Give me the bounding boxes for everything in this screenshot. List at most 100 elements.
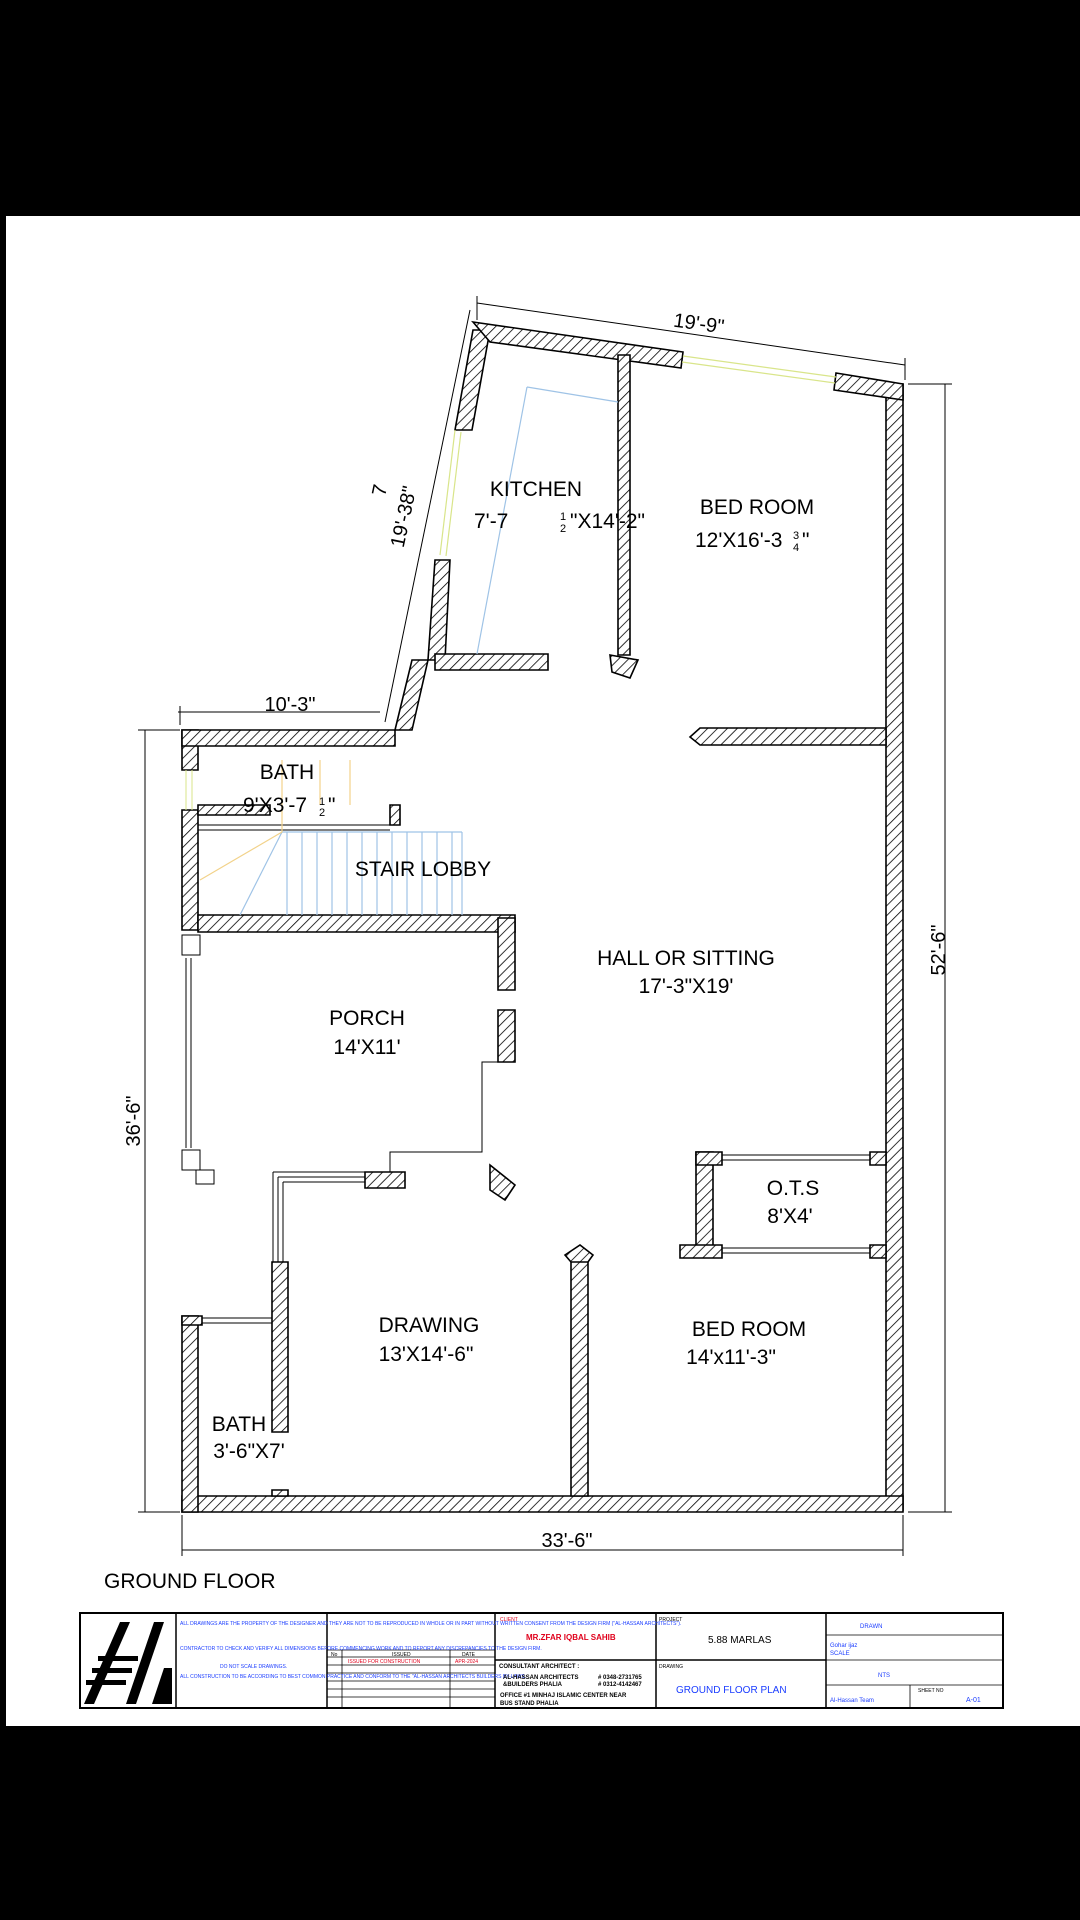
- drawing-title: GROUND FLOOR: [104, 1570, 276, 1593]
- rev-entry: ISSUED FOR CONSTRUCTION: [348, 1659, 421, 1665]
- drawing-value: GROUND FLOOR PLAN: [676, 1685, 787, 1696]
- bath-bottom-name: BATH: [212, 1413, 266, 1436]
- bedroom-top-frac-num: 3: [793, 530, 799, 542]
- rev-date-header: DATE: [462, 1652, 476, 1658]
- wall-stair-bottom: [197, 914, 516, 933]
- wall-ots-left: [695, 1151, 714, 1256]
- bedroom-top-size: 12'X16'-3: [695, 529, 782, 552]
- kitchen-size-frac-num: 1: [560, 511, 566, 523]
- note-1: ALL DRAWINGS ARE THE PROPERTY OF THE DES…: [180, 1621, 681, 1627]
- wall-kitchen-bottom: [434, 653, 549, 671]
- consultant-label: CONSULTANT ARCHITECT :: [499, 1664, 579, 1670]
- bath-top-frac-den: 2: [319, 807, 325, 819]
- dimension-lines: [138, 296, 952, 1556]
- tb-right-2: Gohar ijaz: [830, 1643, 857, 1649]
- wall-left-lower: [181, 1315, 199, 1513]
- rev-issued-header: ISSUED: [392, 1652, 411, 1658]
- project-label: PROJECT: [659, 1617, 682, 1623]
- phone-1: # 0348-2731765: [598, 1675, 642, 1681]
- wall-bath-bottom-r: [389, 804, 401, 826]
- wall-kitchen-end: [609, 654, 640, 679]
- tb-right-6: Al-Hassan Team: [830, 1698, 874, 1704]
- wall-bedroom-top-bottom: [688, 727, 887, 746]
- wall-pier-bottom: [271, 1489, 289, 1497]
- bedroom-bottom-name: BED ROOM: [692, 1318, 806, 1341]
- wall-partition-top: [563, 1244, 595, 1263]
- note-2: CONTRACTOR TO CHECK AND VERIFY ALL DIMEN…: [180, 1646, 542, 1652]
- kitchen-size-rest: "X14'-2": [570, 510, 645, 533]
- stair-lobby-name: STAIR LOBBY: [355, 858, 491, 881]
- wall-drawing-partition: [570, 1254, 589, 1497]
- bath-bottom-size: 3'-6"X7': [213, 1440, 285, 1463]
- bedroom-top-frac-den: 4: [793, 542, 799, 554]
- rev-no-header: No: [331, 1652, 338, 1658]
- project-value: 5.88 MARLAS: [708, 1635, 772, 1646]
- sheet-no: A-01: [966, 1697, 981, 1704]
- porch-name: PORCH: [329, 1007, 405, 1030]
- ots-size: 8'X4': [767, 1205, 812, 1228]
- bedroom-top-size-rest: ": [802, 529, 809, 552]
- consultant-2: &BUILDERS PHALIA: [503, 1682, 563, 1688]
- drawing-label: DRAWING: [659, 1664, 683, 1670]
- room-labels: KITCHEN 7'-7 1 2 "X14'-2" BED ROOM 12'X1…: [212, 478, 819, 1463]
- kitchen-size: 7'-7: [474, 510, 508, 533]
- tb-right-1: DRAWN: [860, 1624, 882, 1630]
- title-block: ALL DRAWINGS ARE THE PROPERTY OF THE DES…: [79, 1612, 1004, 1709]
- sheet-no-label: SHEET NO: [918, 1688, 944, 1694]
- wall-bath-bottom: [197, 804, 271, 816]
- tb-right-3: SCALE: [830, 1651, 850, 1657]
- bath-top-size-rest: ": [328, 794, 335, 817]
- firm-logo: [84, 1622, 172, 1704]
- drawing-size: 13'X14'-6": [379, 1343, 474, 1366]
- consultant-1: AL-HASSAN ARCHITECTS: [503, 1675, 578, 1681]
- bath-top-frac-num: 1: [319, 796, 325, 808]
- bath-top-size: 9'X3'-7: [243, 794, 307, 817]
- dim-left: 36'-6": [123, 1096, 145, 1147]
- dim-slant-a: 7: [368, 483, 392, 498]
- kitchen-size-frac-den: 2: [560, 523, 566, 535]
- note-4: ALL CONSTRUCTION TO BE ACCORDING TO BEST…: [180, 1674, 526, 1680]
- wall-ots-top-r: [869, 1151, 887, 1166]
- hall-name: HALL OR SITTING: [597, 947, 775, 970]
- wall-bath-top: [181, 729, 396, 747]
- wall-left-upper-2: [181, 809, 199, 931]
- wall-left-bath-top: [181, 1315, 203, 1326]
- note-3: DO NOT SCALE DRAWINGS.: [220, 1664, 287, 1670]
- wall-right-exterior: [885, 383, 904, 1511]
- wall-porch-right-b: [497, 1009, 516, 1063]
- walls: [181, 320, 904, 1513]
- wall-drawing-left: [271, 1261, 289, 1433]
- dim-bottom: 33'-6": [542, 1530, 593, 1552]
- wall-corner-pier: [489, 1163, 517, 1202]
- stair-and-counter: [199, 386, 619, 916]
- bedroom-top-name: BED ROOM: [700, 496, 814, 519]
- porch-size: 14'X11': [333, 1036, 400, 1059]
- rev-entry-date: APR-2024: [455, 1659, 478, 1665]
- bedroom-bottom-size: 14'x11'-3": [686, 1346, 776, 1369]
- openings: [181, 355, 870, 1324]
- hall-size: 17'-3"X19': [639, 975, 734, 998]
- wall-bottom-exterior: [181, 1495, 904, 1513]
- dim-left-top: 10'-3": [265, 694, 316, 716]
- dim-right: 52'-6": [928, 925, 950, 976]
- wall-ots-bottom: [679, 1244, 723, 1259]
- client-label: CLIENT: [500, 1617, 518, 1623]
- client-name: MR.ZFAR IQBAL SAHIB: [526, 1633, 616, 1642]
- office-2: BUS STAND PHALIA: [500, 1701, 559, 1707]
- bath-top-name: BATH: [260, 761, 314, 784]
- wall-porch-pier: [364, 1171, 406, 1189]
- wall-top-2: [833, 372, 904, 401]
- tb-right-4: NTS: [878, 1673, 890, 1679]
- office-1: OFFICE #1 MINHAJ ISLAMIC CENTER NEAR: [500, 1693, 627, 1699]
- ots-name: O.T.S: [767, 1177, 820, 1200]
- kitchen-name: KITCHEN: [490, 478, 582, 501]
- wall-ots-top: [695, 1151, 723, 1166]
- wall-kitchen-partition: [617, 354, 631, 656]
- phone-2: # 0312-4142467: [598, 1682, 642, 1688]
- wall-porch-right-a: [497, 917, 516, 991]
- drawing-name: DRAWING: [379, 1314, 480, 1337]
- dimension-labels: 19'-9" 7 19'-38" 10'-3" 52'-6" 36'-6" 33…: [123, 310, 950, 1552]
- wall-ots-bottom-r: [869, 1244, 887, 1259]
